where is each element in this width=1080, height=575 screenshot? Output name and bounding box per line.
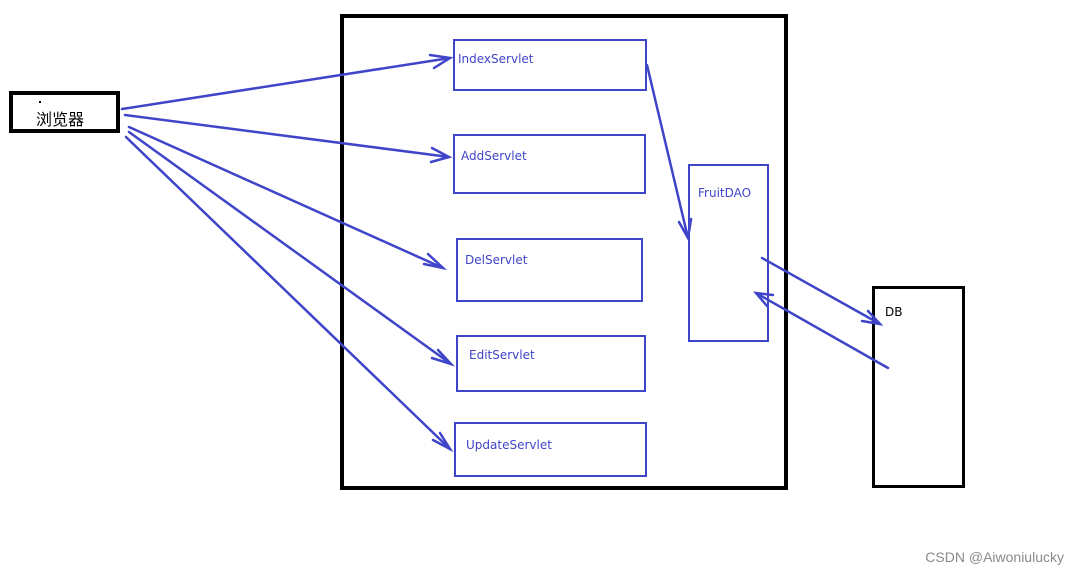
browser-dot: [39, 101, 41, 103]
browser-node: [9, 91, 120, 133]
arrow-db-to-dao: [752, 291, 890, 370]
arrow-browser-to-index: [120, 53, 454, 111]
servlet-label-edit: EditServlet: [469, 348, 535, 362]
watermark: CSDN @Aiwoniulucky: [925, 549, 1064, 565]
dao-label: FruitDAO: [698, 186, 752, 200]
arrow-browser-to-update: [124, 135, 454, 453]
servlet-box-edit: [456, 335, 646, 392]
servlet-label-del: DelServlet: [465, 253, 528, 267]
server-container: [340, 14, 788, 490]
browser-label: 浏览器: [36, 110, 85, 129]
servlet-box-update: [454, 422, 647, 477]
db-box: [872, 286, 965, 488]
db-label: DB: [885, 305, 903, 319]
servlet-box-del: [456, 238, 643, 302]
arrow-browser-to-edit: [127, 130, 456, 367]
arrow-browser-to-del: [127, 125, 448, 271]
servlet-box-add: [453, 134, 646, 194]
arrow-dao-to-db: [760, 256, 884, 326]
arrow-browser-to-add: [123, 113, 453, 164]
dao-box: [688, 164, 769, 342]
servlet-label-update: UpdateServlet: [466, 438, 552, 452]
servlet-label-index: IndexServlet: [458, 52, 534, 66]
arrow-index-to-dao: [645, 63, 693, 242]
servlet-label-add: AddServlet: [461, 149, 527, 163]
